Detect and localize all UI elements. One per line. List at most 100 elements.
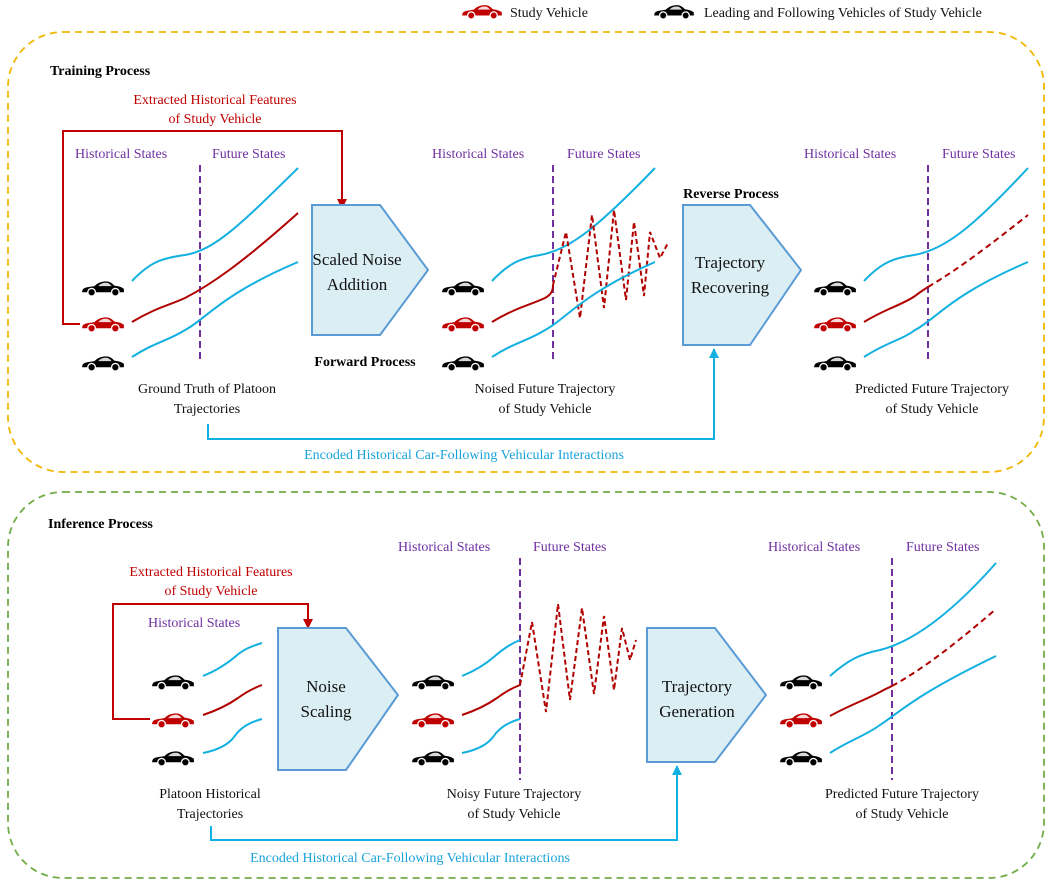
- inference-extracted-label-2: of Study Vehicle: [164, 584, 257, 599]
- leading-trajectory: [491, 167, 656, 282]
- training-historical-states-1: Historical States: [75, 147, 167, 162]
- leading-car-icon: [151, 674, 195, 691]
- leading-car-icon: [441, 280, 485, 297]
- study-trajectory: [461, 684, 521, 716]
- inference-extracted-label-1: Extracted Historical Features: [129, 565, 292, 580]
- inference-caption-2-line-1: Noisy Future Trajectory: [447, 787, 582, 802]
- leading-trajectory: [461, 639, 521, 677]
- leading-car-icon: [411, 674, 455, 691]
- training-title: Training Process: [50, 64, 151, 79]
- legend: Study Vehicle Leading and Following Vehi…: [461, 4, 982, 21]
- forward-process-label: Forward Process: [314, 355, 416, 370]
- training-extracted-label-2: of Study Vehicle: [168, 112, 261, 127]
- following-car-icon: [441, 355, 485, 372]
- inference-caption-2-line-2: of Study Vehicle: [467, 807, 560, 822]
- legend-other-vehicles: Leading and Following Vehicles of Study …: [704, 6, 982, 21]
- inference-caption-3-line-2: of Study Vehicle: [855, 807, 948, 822]
- inference-future-states-2: Future States: [533, 540, 607, 555]
- leading-car-icon: [81, 280, 125, 297]
- leading-trajectory: [829, 562, 997, 677]
- predicted-future-trajectory: [927, 214, 1029, 288]
- study-car-icon: [441, 316, 485, 333]
- following-car-icon: [411, 750, 455, 767]
- inference-caption-1-line-2: Trajectories: [177, 807, 243, 822]
- noise-scaling-label-1: Noise: [306, 677, 346, 696]
- inference-encoded-arrow: [210, 765, 682, 841]
- training-caption-3-line-2: of Study Vehicle: [885, 402, 978, 417]
- other-vehicle-icon: [653, 4, 695, 20]
- leading-trajectory: [863, 167, 1029, 282]
- leading-car-icon: [813, 280, 857, 297]
- inference-encoded-label: Encoded Historical Car-Following Vehicul…: [250, 851, 570, 866]
- following-trajectory: [202, 718, 263, 754]
- trajectory-generation-box: [646, 627, 768, 763]
- training-extracted-label-1: Extracted Historical Features: [133, 93, 296, 108]
- training-future-states-3: Future States: [942, 147, 1016, 162]
- study-car-icon: [81, 316, 125, 333]
- study-trajectory: [863, 286, 929, 323]
- inference-historical-states-3: Historical States: [768, 540, 860, 555]
- study-car-icon: [151, 712, 195, 729]
- training-caption-2-line-1: Noised Future Trajectory: [475, 382, 616, 397]
- study-car-icon: [779, 712, 823, 729]
- inference-historical-states-1: Historical States: [148, 616, 240, 631]
- training-border: [7, 31, 1045, 473]
- study-car-icon: [411, 712, 455, 729]
- study-trajectory: [202, 684, 263, 716]
- training-caption-1-line-1: Ground Truth of Platoon: [138, 382, 276, 397]
- inference-caption-1-line-1: Platoon Historical: [159, 787, 261, 802]
- inference-extracted-arrow: [112, 603, 313, 720]
- inference-title: Inference Process: [48, 517, 153, 532]
- scaled-noise-label-1: Scaled Noise: [312, 250, 401, 269]
- noise-scaling-box: [277, 627, 400, 771]
- training-future-states-2: Future States: [567, 147, 641, 162]
- training-panel: Training Process Extracted Historical Fe…: [7, 31, 1045, 473]
- following-trajectory: [863, 261, 1029, 358]
- training-historical-states-2: Historical States: [432, 147, 524, 162]
- inference-caption-3-line-1: Predicted Future Trajectory: [825, 787, 979, 802]
- following-trajectory: [131, 261, 299, 358]
- following-trajectory: [829, 655, 997, 754]
- following-trajectory: [491, 261, 656, 358]
- following-car-icon: [151, 750, 195, 767]
- study-trajectory: [491, 284, 554, 323]
- leading-trajectory: [131, 167, 299, 282]
- study-car-icon: [813, 316, 857, 333]
- training-extracted-arrow: [62, 130, 347, 325]
- scaled-noise-addition-box: [311, 204, 430, 336]
- training-caption-2-line-2: of Study Vehicle: [498, 402, 591, 417]
- inference-historical-states-2: Historical States: [398, 540, 490, 555]
- noise-scaling-label-2: Scaling: [301, 702, 352, 721]
- noised-future-trajectory: [552, 209, 669, 319]
- following-car-icon: [813, 355, 857, 372]
- following-car-icon: [779, 750, 823, 767]
- noisy-future-trajectory: [519, 603, 637, 713]
- following-car-icon: [81, 355, 125, 372]
- training-encoded-label: Encoded Historical Car-Following Vehicul…: [304, 448, 624, 463]
- training-historical-states-3: Historical States: [804, 147, 896, 162]
- legend-study-vehicle: Study Vehicle: [510, 6, 588, 21]
- training-future-states-1: Future States: [212, 147, 286, 162]
- following-trajectory: [461, 718, 521, 754]
- inference-panel: Inference Process Extracted Historical F…: [7, 491, 1045, 879]
- trajectory-generation-label-1: Trajectory: [662, 677, 733, 696]
- study-vehicle-icon: [461, 4, 503, 20]
- training-caption-1-line-2: Trajectories: [174, 402, 240, 417]
- predicted-future-trajectory: [891, 608, 997, 687]
- trajectory-recovering-box: [682, 204, 803, 346]
- training-caption-3-line-1: Predicted Future Trajectory: [855, 382, 1009, 397]
- inference-future-states-3: Future States: [906, 540, 980, 555]
- leading-trajectory: [202, 642, 263, 677]
- trajectory-generation-label-2: Generation: [659, 702, 735, 721]
- trajectory-recovering-label-2: Recovering: [691, 278, 770, 297]
- inference-border: [7, 491, 1045, 879]
- reverse-process-label: Reverse Process: [683, 187, 779, 202]
- study-trajectory: [829, 685, 893, 717]
- leading-car-icon: [779, 674, 823, 691]
- study-trajectory: [131, 212, 299, 323]
- training-encoded-arrow: [207, 348, 719, 440]
- scaled-noise-label-2: Addition: [327, 275, 388, 294]
- trajectory-recovering-label-1: Trajectory: [695, 253, 766, 272]
